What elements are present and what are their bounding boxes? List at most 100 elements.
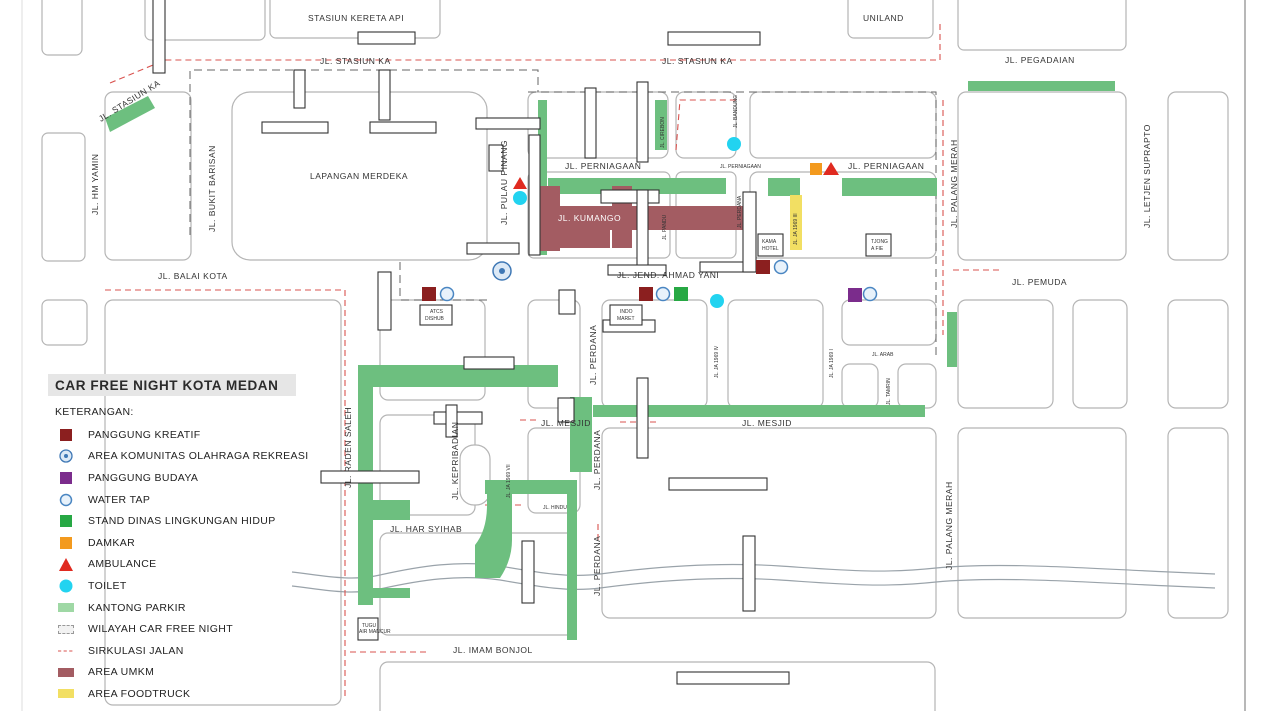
street-stasiun-ka-1: JL. STASIUN KA bbox=[320, 56, 391, 66]
street-pandu: JL. PANDU bbox=[662, 214, 668, 240]
legend-keterangan: KETERANGAN: bbox=[55, 406, 134, 418]
label-tugu-1: TUGU bbox=[362, 623, 377, 629]
marker-area-komunitas-dot bbox=[499, 268, 505, 274]
marker-panggung-budaya bbox=[848, 288, 862, 302]
map-markers bbox=[422, 137, 878, 308]
legend-label: SIRKULASI JALAN bbox=[88, 644, 184, 657]
street-kepribadian: JL. KEPRIBADIAN bbox=[450, 422, 460, 500]
marker-water-tap bbox=[862, 286, 878, 302]
legend-title: CAR FREE NIGHT KOTA MEDAN bbox=[55, 378, 279, 393]
street-ahmad-yani: JL. JEND. AHMAD YANI bbox=[617, 270, 719, 280]
legend-item-panggung-kreatif: PANGGUNG KREATIF bbox=[58, 424, 308, 446]
legend-item-sirkulasi: SIRKULASI JALAN bbox=[58, 640, 308, 662]
street-har-syihab: JL. HAR SYIHAB bbox=[390, 524, 462, 534]
marker-water-tap bbox=[439, 286, 455, 302]
rectangle-icon bbox=[58, 602, 74, 614]
marker-stand-dlh bbox=[674, 287, 688, 301]
legend-label: WATER TAP bbox=[88, 493, 151, 506]
label-kama-1: KAMA bbox=[762, 239, 777, 245]
marker-panggung-kreatif bbox=[639, 287, 653, 301]
street-mesjid-2: JL. MESJID bbox=[742, 418, 792, 428]
legend-list: PANGGUNG KREATIF AREA KOMUNITAS OLAHRAGA… bbox=[58, 424, 308, 705]
street-raden-saleh: JL. RADEN SALEH bbox=[343, 407, 353, 488]
circulation-routes bbox=[105, 20, 1000, 700]
legend-item-damkar: DAMKAR bbox=[58, 532, 308, 554]
street-balai-kota: JL. BALAI KOTA bbox=[158, 271, 228, 281]
square-icon bbox=[58, 515, 74, 528]
dashed-line-icon bbox=[58, 645, 74, 657]
legend-label: AREA FOODTRUCK bbox=[88, 687, 191, 700]
street-pegadaian: JL. PEGADAIAN bbox=[1005, 55, 1075, 65]
square-icon bbox=[58, 428, 74, 441]
street-pemuda: JL. PEMUDA bbox=[1012, 277, 1067, 287]
marker-panggung-kreatif bbox=[422, 287, 436, 301]
legend-item-stand-dlh: STAND DINAS LINGKUNGAN HIDUP bbox=[58, 510, 308, 532]
river-bank-north bbox=[291, 563, 1216, 579]
stand-areas bbox=[105, 81, 1115, 640]
legend-item-wilayah-cfn: WILAYAH CAR FREE NIGHT bbox=[58, 618, 308, 640]
square-icon bbox=[58, 536, 74, 549]
street-letjen-suprapto: JL. LETJEN SUPRAPTO bbox=[1142, 124, 1152, 228]
label-tjong-2: A FIE bbox=[871, 246, 884, 252]
cfn-boundary bbox=[189, 69, 937, 360]
legend-item-ambulance: AMBULANCE bbox=[58, 554, 308, 576]
street-ja-1: JL. JA 1969 IV bbox=[714, 345, 720, 378]
street-hindu: JL. HINDU bbox=[543, 505, 567, 511]
street-ja-4: JL. JA 1969 VII bbox=[506, 464, 512, 498]
legend-label: DAMKAR bbox=[88, 536, 136, 549]
street-perdana-small: JL. PERDANA bbox=[737, 195, 743, 228]
label-uniland: UNILAND bbox=[863, 13, 904, 23]
legend-label: PANGGUNG KREATIF bbox=[88, 428, 201, 441]
street-kumango: JL. KUMANGO bbox=[558, 213, 621, 223]
legend-item-panggung-budaya: PANGGUNG BUDAYA bbox=[58, 467, 308, 489]
target-circle-icon bbox=[58, 449, 74, 464]
rectangle-icon bbox=[58, 688, 74, 700]
marker-damkar bbox=[810, 163, 822, 175]
label-indomaret-2: MARET bbox=[617, 316, 635, 322]
street-tamrin: JL. TAMRIN bbox=[886, 378, 892, 405]
street-imam-bonjol: JL. IMAM BONJOL bbox=[453, 645, 533, 655]
street-perniagaan-small: JL. PERNIAGAAN bbox=[720, 164, 761, 170]
legend-label: TOILET bbox=[88, 579, 127, 592]
label-stasiun: STASIUN KERETA API bbox=[308, 13, 404, 23]
street-arab: JL. ARAB bbox=[872, 352, 894, 358]
legend-item-area-foodtruck: AREA FOODTRUCK bbox=[58, 683, 308, 705]
street-bukit-barisan: JL. BUKIT BARISAN bbox=[207, 145, 217, 232]
place-labels: STASIUN KERETA API UNILAND LAPANGAN MERD… bbox=[308, 13, 904, 635]
rectangle-icon bbox=[58, 666, 74, 678]
square-icon bbox=[58, 471, 74, 484]
street-bandung: JL. BANDUNG bbox=[733, 95, 739, 128]
street-pulau-pinang: JL. PULAU PINANG bbox=[499, 140, 509, 225]
street-mesjid-1: JL. MESJID bbox=[541, 418, 591, 428]
marker-toilet bbox=[513, 191, 527, 205]
dashed-rectangle-icon bbox=[58, 623, 74, 635]
legend-item-water-tap: WATER TAP bbox=[58, 489, 308, 511]
street-perdana-2: JL. PERDANA bbox=[592, 430, 602, 490]
street-perdana-1: JL. PERDANA bbox=[588, 325, 598, 385]
buildings bbox=[152, 0, 790, 685]
label-indomaret-1: INDO bbox=[620, 309, 633, 315]
street-perdana-3: JL. PERDANA bbox=[592, 536, 602, 596]
circle-outline-icon bbox=[58, 493, 74, 506]
marker-water-tap bbox=[655, 286, 671, 302]
circle-icon bbox=[58, 579, 74, 593]
legend-label: AMBULANCE bbox=[88, 558, 157, 571]
street-labels: JL. STASIUN KA JL. STASIUN KA JL. PEGADA… bbox=[158, 55, 1075, 655]
street-ja-3: JL. JA 1969 III bbox=[793, 213, 799, 245]
legend-label: AREA KOMUNITAS OLAHRAGA REKREASI bbox=[88, 450, 309, 463]
street-palang-merah-1: JL. PALANG MERAH bbox=[949, 139, 959, 228]
label-atcs-1: ATCS bbox=[430, 309, 444, 315]
marker-toilet bbox=[710, 294, 724, 308]
legend-label: KANTONG PARKIR bbox=[88, 601, 186, 614]
label-tugu-2: AIR MANCUR bbox=[359, 629, 391, 635]
label-kama-2: HOTEL bbox=[762, 246, 779, 252]
street-stasiun-ka-2: JL. STASIUN KA bbox=[662, 56, 733, 66]
street-perniagaan-2: JL. PERNIAGAAN bbox=[848, 161, 924, 171]
river-bank-south bbox=[291, 577, 1216, 593]
legend-item-toilet: TOILET bbox=[58, 575, 308, 597]
label-atcs-2: DISHUB bbox=[425, 316, 445, 322]
place-boxes bbox=[357, 233, 892, 641]
foodtruck-area bbox=[790, 195, 802, 250]
street-ja-2: JL. JA 1969 I bbox=[829, 349, 835, 378]
